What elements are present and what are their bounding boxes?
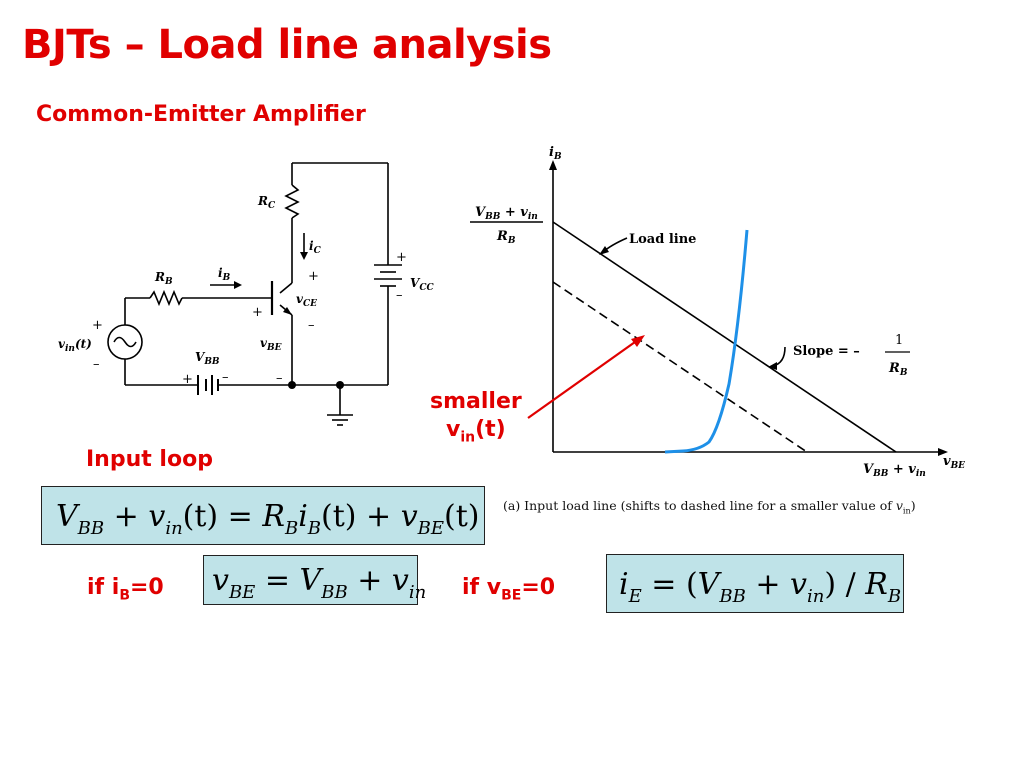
x-axis-label: vBE [943,454,965,471]
slide-subtitle: Common-Emitter Amplifier [36,102,366,127]
vcc-plus: + [396,250,407,265]
y-intercept-denominator: RB [496,229,516,246]
vbe-label: vBE [260,336,282,353]
slope-label: Slope = – [793,344,860,359]
vbe-plus: + [252,305,263,320]
vbb-label: VBB [195,350,220,367]
ib-label: iB [218,266,231,283]
vcc-label: VCC [410,276,434,293]
vbb-minus: – [222,370,229,385]
rc-label: RC [257,194,276,211]
vce-minus: – [308,318,315,333]
vcc-minus: – [396,288,403,303]
common-emitter-circuit: RC iC RB iB vCE vBE VBB VCC vin(t) + – +… [58,162,434,426]
y-intercept-numerator: VBB + vin [475,205,538,222]
if-ib-zero-label: if iB=0 [87,575,164,604]
if-vbe-zero-label: if vBE=0 [462,575,556,604]
slide-title: BJTs – Load line analysis [22,22,552,68]
slope-denominator: RB [888,361,908,378]
input-loop-label: Input loop [86,447,213,472]
rb-label: RB [154,270,173,287]
transistor-input-curve [664,229,749,454]
kvl-equation-box: VBB + vin(t) = RBiB(t) + vBE(t) [41,486,485,545]
load-line-graph: iB vBE VBB + vin RB VBB + vin RB Load li… [470,145,965,479]
vin-label: vin(t) [58,337,92,354]
vin-plus: + [92,318,103,333]
y-axis-label: iB [549,145,562,162]
load-line [552,221,897,453]
ic-label: iC [309,239,322,256]
slope-numerator: 1 [895,333,903,348]
smaller-vin-label: smaller vin(t) [430,389,522,446]
vbe-minus: – [276,371,283,386]
vbe-equation-box: vBE = VBB + vin [203,555,426,605]
load-line-label: Load line [629,232,696,247]
vbb-plus: + [182,372,193,387]
graph-caption: (a) Input load line (shifts to dashed li… [503,498,916,516]
vce-plus: + [308,269,319,284]
x-intercept-label: VBB + vin [863,462,926,479]
ie-equation-box: iE = (VBB + vin) / RB [606,554,904,613]
vin-minus: – [93,357,100,372]
dashed-load-line [552,281,808,453]
vce-label: vCE [296,292,317,309]
